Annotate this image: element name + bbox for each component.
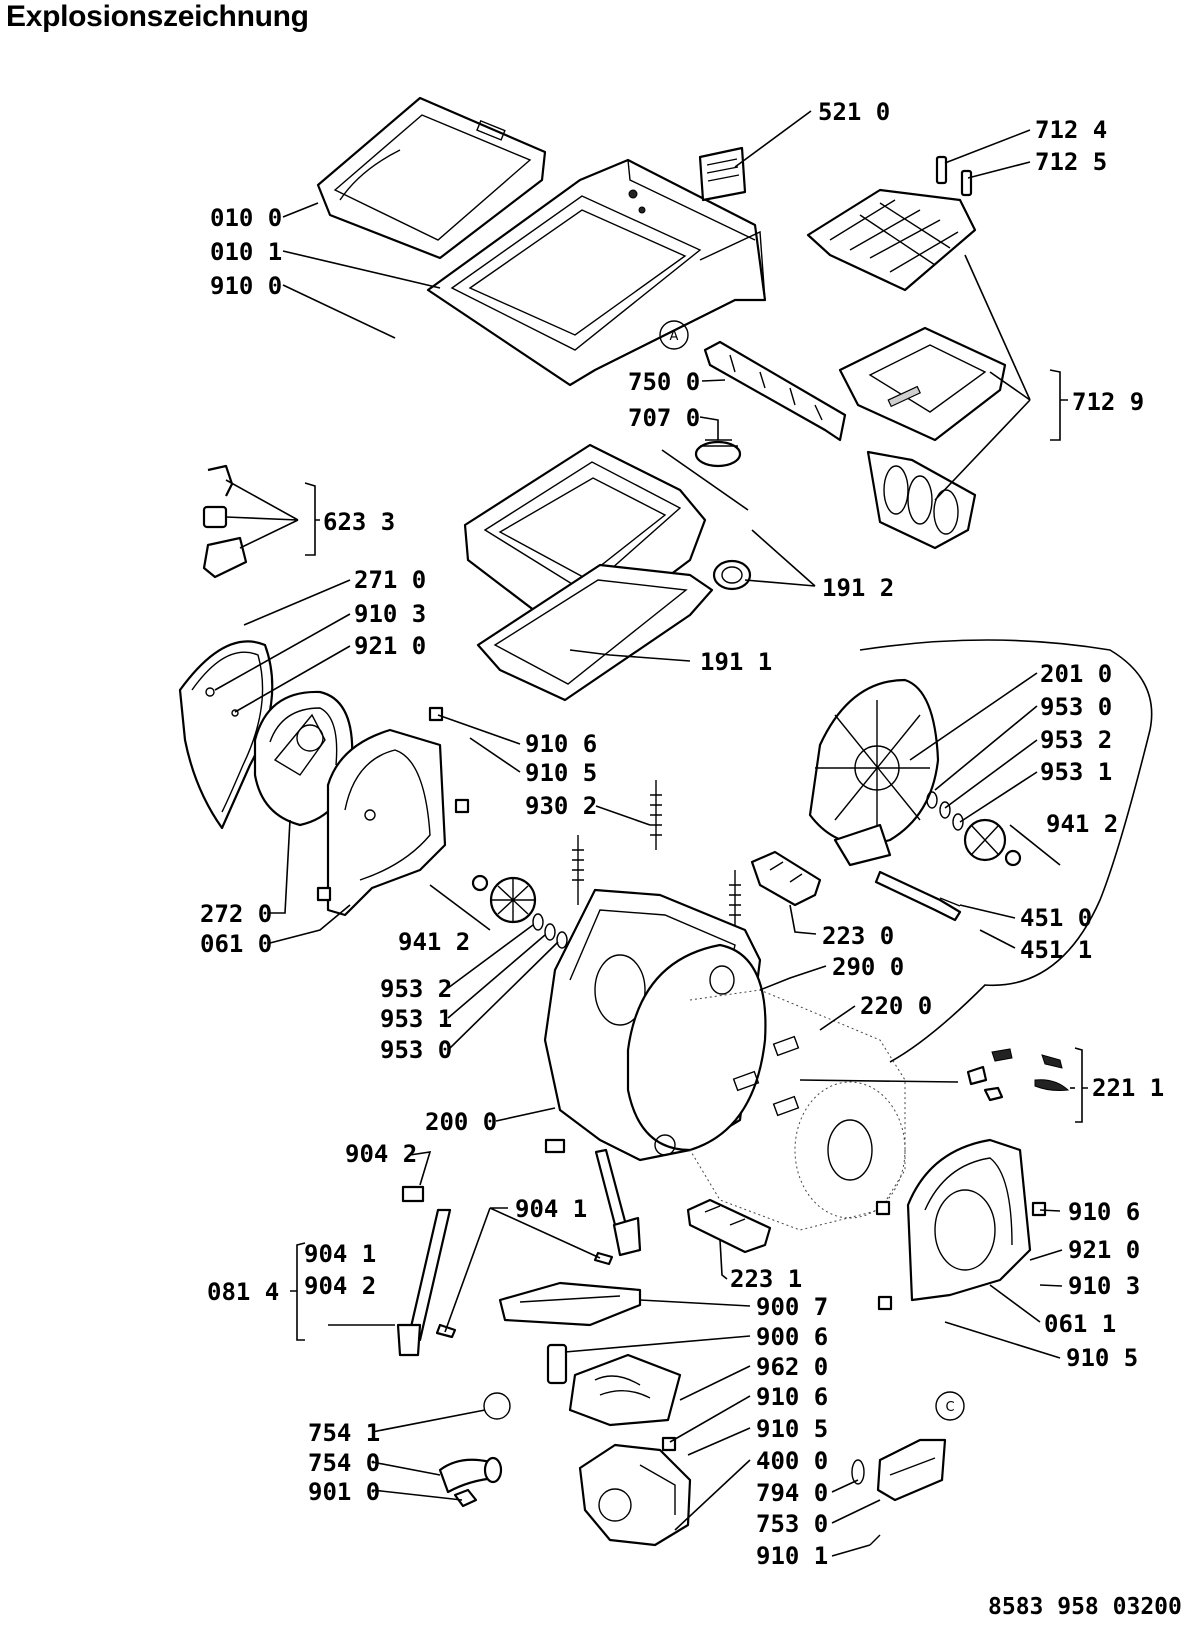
lid-frame-part [316,96,547,260]
label-901-0: 901 0 [308,1478,380,1506]
label-plate-part [698,146,747,202]
label-794-0: 794 0 [756,1479,828,1507]
circle-marker-c-text: C [945,1400,954,1415]
label-061-0: 061 0 [200,930,272,958]
label-754-0: 754 0 [308,1449,380,1477]
drum-lifter-parts-group [966,1048,1070,1102]
label-900-7: 900 7 [756,1293,828,1321]
label-271-0: 271 0 [354,566,426,594]
label-910-0: 910 0 [210,272,282,300]
label-221-1: 221 1 [1092,1074,1164,1102]
label-910-5-top: 910 5 [525,759,597,787]
label-754-1: 754 1 [308,1419,380,1447]
page-title: Explosionszeichnung [6,0,309,33]
label-910-3-right: 910 3 [1068,1272,1140,1300]
lower-parts-group [498,1281,682,1427]
pump-hose-parts-group [438,1392,511,1508]
label-904-2-top: 904 2 [345,1140,417,1168]
top-frame-part [426,158,767,387]
lower-weight-bracket-part [686,1198,772,1254]
tub-weight-bracket-part [750,850,822,907]
right-bearing-hub-part [926,791,1022,867]
label-953-1-left: 953 1 [380,1005,452,1033]
label-272-0: 272 0 [200,900,272,928]
connector-clips-part [935,155,973,197]
label-962-0: 962 0 [756,1353,828,1381]
tub-seal-part [476,563,714,702]
circle-marker-a-text: A [670,329,679,344]
part-labels: 521 0 712 4 712 5 010 0 010 1 910 0 750 … [200,98,1164,1570]
label-201-0: 201 0 [1040,660,1112,688]
label-941-2-left: 941 2 [398,928,470,956]
bracket-part [703,340,847,442]
label-921-0-right: 921 0 [1068,1236,1140,1264]
label-900-6: 900 6 [756,1323,828,1351]
label-910-6-top: 910 6 [525,730,597,758]
label-953-2-left: 953 2 [380,975,452,1003]
label-623-3: 623 3 [323,508,395,536]
left-bearing-hub-part [471,874,568,949]
label-910-5-bottom: 910 5 [756,1415,828,1443]
circle-marker-a: A [659,320,689,350]
label-712-9: 712 9 [1072,388,1144,416]
label-953-2-right: 953 2 [1040,726,1112,754]
label-451-1: 451 1 [1020,936,1092,964]
label-904-1-top: 904 1 [515,1195,587,1223]
label-400-0: 400 0 [756,1447,828,1475]
leader-lines [214,110,1088,1557]
label-953-0-right: 953 0 [1040,693,1112,721]
gasket-part [178,640,274,830]
label-753-0: 753 0 [756,1510,828,1538]
label-910-6-right: 910 6 [1068,1198,1140,1226]
label-220-0: 220 0 [860,992,932,1020]
heater-element-part [874,870,962,922]
front-tub-half-part [543,888,767,1162]
label-910-5-right: 910 5 [1066,1344,1138,1372]
left-side-panel-part [316,706,470,917]
circle-marker-c: C [945,1400,954,1415]
right-side-panel-part [875,1138,1047,1311]
label-921-0-top: 921 0 [354,632,426,660]
label-223-0: 223 0 [822,922,894,950]
document-number: 8583 958 03200 [988,1594,1182,1620]
label-521-0: 521 0 [818,98,890,126]
label-941-2-right: 941 2 [1046,810,1118,838]
shock-absorbers-part [396,1138,642,1357]
label-061-1: 061 1 [1044,1310,1116,1338]
label-010-0: 010 0 [210,204,282,232]
label-930-2: 930 2 [525,792,597,820]
label-223-1: 223 1 [730,1265,802,1293]
label-191-1: 191 1 [700,648,772,676]
label-953-1-right: 953 1 [1040,758,1112,786]
drain-pump-part [578,1436,692,1547]
parts-artwork: A C [178,96,1153,1547]
detergent-dispenser-part [806,188,1007,550]
label-200-0: 200 0 [425,1108,497,1136]
door-lock-part [694,439,742,468]
label-712-5: 712 5 [1035,148,1107,176]
label-953-0-left: 953 0 [380,1036,452,1064]
switch-parts-group [202,464,248,579]
label-910-6-bottom: 910 6 [756,1383,828,1411]
label-712-4: 712 4 [1035,116,1107,144]
drum-part [689,989,906,1231]
label-750-0: 750 0 [628,368,700,396]
label-081-4: 081 4 [207,1278,279,1306]
label-910-1: 910 1 [756,1542,828,1570]
label-707-0: 707 0 [628,404,700,432]
label-290-0: 290 0 [832,953,904,981]
label-191-2: 191 2 [822,574,894,602]
group-outline [859,639,1153,1063]
pressure-switch-part [851,1391,965,1546]
label-010-1: 010 1 [210,238,282,266]
label-451-0: 451 0 [1020,904,1092,932]
label-904-1-group: 904 1 [304,1240,376,1268]
label-904-2-group: 904 2 [304,1272,376,1300]
rear-tub-half-part [808,678,940,867]
label-910-3-top: 910 3 [354,600,426,628]
